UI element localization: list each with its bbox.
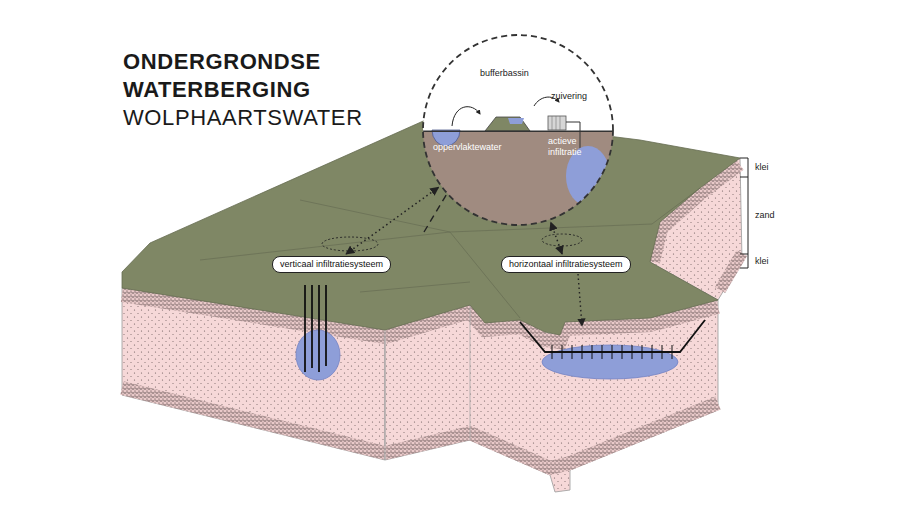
inset-node: bufferbassin (422, 34, 614, 226)
water-label: oppervlaktewater (433, 142, 502, 153)
layer-label: klei (755, 162, 769, 173)
process-label: zuivering (551, 91, 587, 102)
box-label: verticaal infiltratiesysteem (280, 259, 383, 270)
box-label: horizontaal infiltratiesysteem (509, 259, 623, 270)
inset-circle (422, 34, 614, 226)
layer-label: zand (755, 210, 775, 221)
inset-heading: bufferbassin (480, 68, 529, 79)
dotted-arrow (346, 187, 438, 254)
system-box: verticaal infiltratiesysteem (272, 256, 391, 273)
dotted-arrow (551, 222, 562, 254)
layer-label: klei (755, 256, 769, 267)
water-label: actieve infiltratie (548, 136, 596, 158)
subtitle: WOLPHAARTSWATER (123, 104, 363, 132)
diagram-title: ONDERGRONDSE WATERBERGING (123, 48, 363, 104)
system-box: horizontaal infiltratiesysteem (501, 256, 631, 273)
